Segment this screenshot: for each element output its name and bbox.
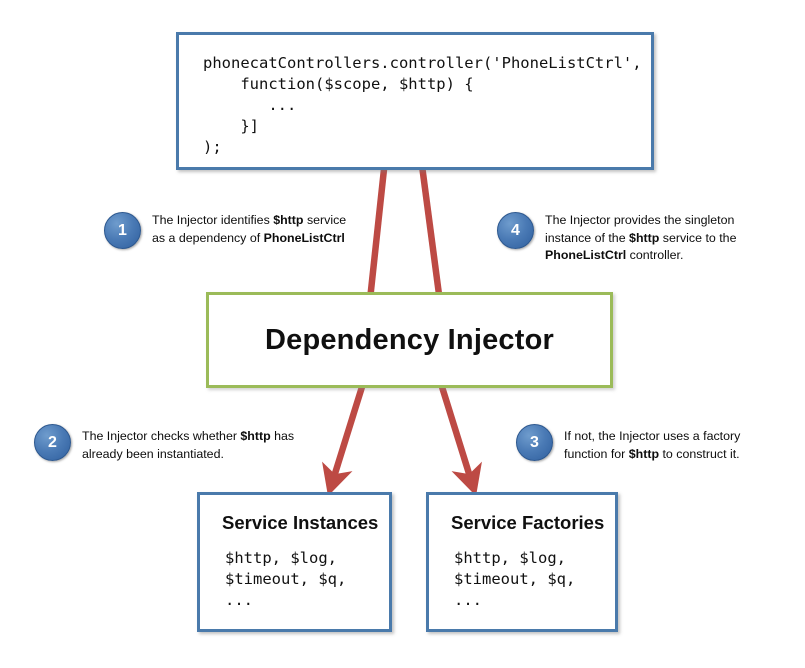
- code-snippet-text: phonecatControllers.controller('PhoneLis…: [203, 54, 642, 156]
- callout-step-3: 3 If not, the Injector uses a factory fu…: [516, 424, 781, 463]
- callout-step-2: 2 The Injector checks whether $http has …: [34, 424, 324, 463]
- callout-text-3: If not, the Injector uses a factory func…: [564, 429, 741, 461]
- service-instances-list: $http, $log, $timeout, $q, ...: [225, 549, 347, 609]
- step-badge-1: 1: [104, 212, 141, 249]
- service-factories-list: $http, $log, $timeout, $q, ...: [454, 549, 576, 609]
- callout-text-2: The Injector checks whether $http has al…: [82, 429, 295, 461]
- callout-step-4: 4 The Injector provides the singleton in…: [497, 212, 767, 265]
- code-snippet-box: phonecatControllers.controller('PhoneLis…: [176, 32, 654, 170]
- step-badge-4: 4: [497, 212, 534, 249]
- callout-step-1: 1 The Injector identifies $http service …: [104, 212, 354, 249]
- service-factories-title: Service Factories: [451, 512, 605, 533]
- service-instances-box: Service Instances $http, $log, $timeout,…: [197, 492, 392, 632]
- dependency-injector-title: Dependency Injector: [264, 323, 555, 356]
- arrow-injector-to-factories: [434, 373, 482, 497]
- callout-text-4: The Injector provides the singleton inst…: [545, 213, 737, 262]
- dependency-injector-box: Dependency Injector: [206, 292, 613, 388]
- service-instances-title: Service Instances: [222, 512, 379, 533]
- arrow-injector-to-instances: [322, 373, 370, 497]
- step-badge-3: 3: [516, 424, 553, 461]
- service-factories-box: Service Factories $http, $log, $timeout,…: [426, 492, 618, 632]
- step-badge-2: 2: [34, 424, 71, 461]
- callout-text-1: The Injector identifies $http service as…: [152, 213, 347, 245]
